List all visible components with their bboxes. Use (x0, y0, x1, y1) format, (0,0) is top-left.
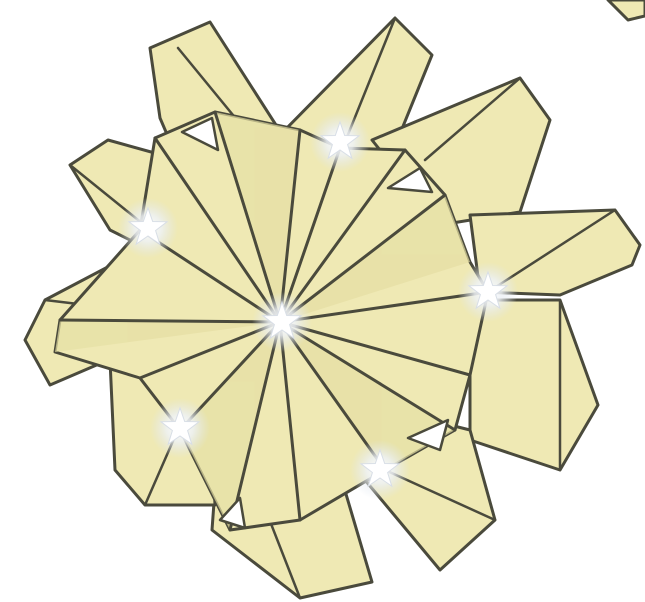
sparkle-icon (350, 440, 410, 500)
sparkle-icon (310, 112, 370, 172)
sparkle-icon (150, 398, 210, 458)
sparkle-icon (118, 198, 178, 258)
sparkle-icon (252, 292, 312, 352)
sparkle-icon (458, 262, 518, 322)
